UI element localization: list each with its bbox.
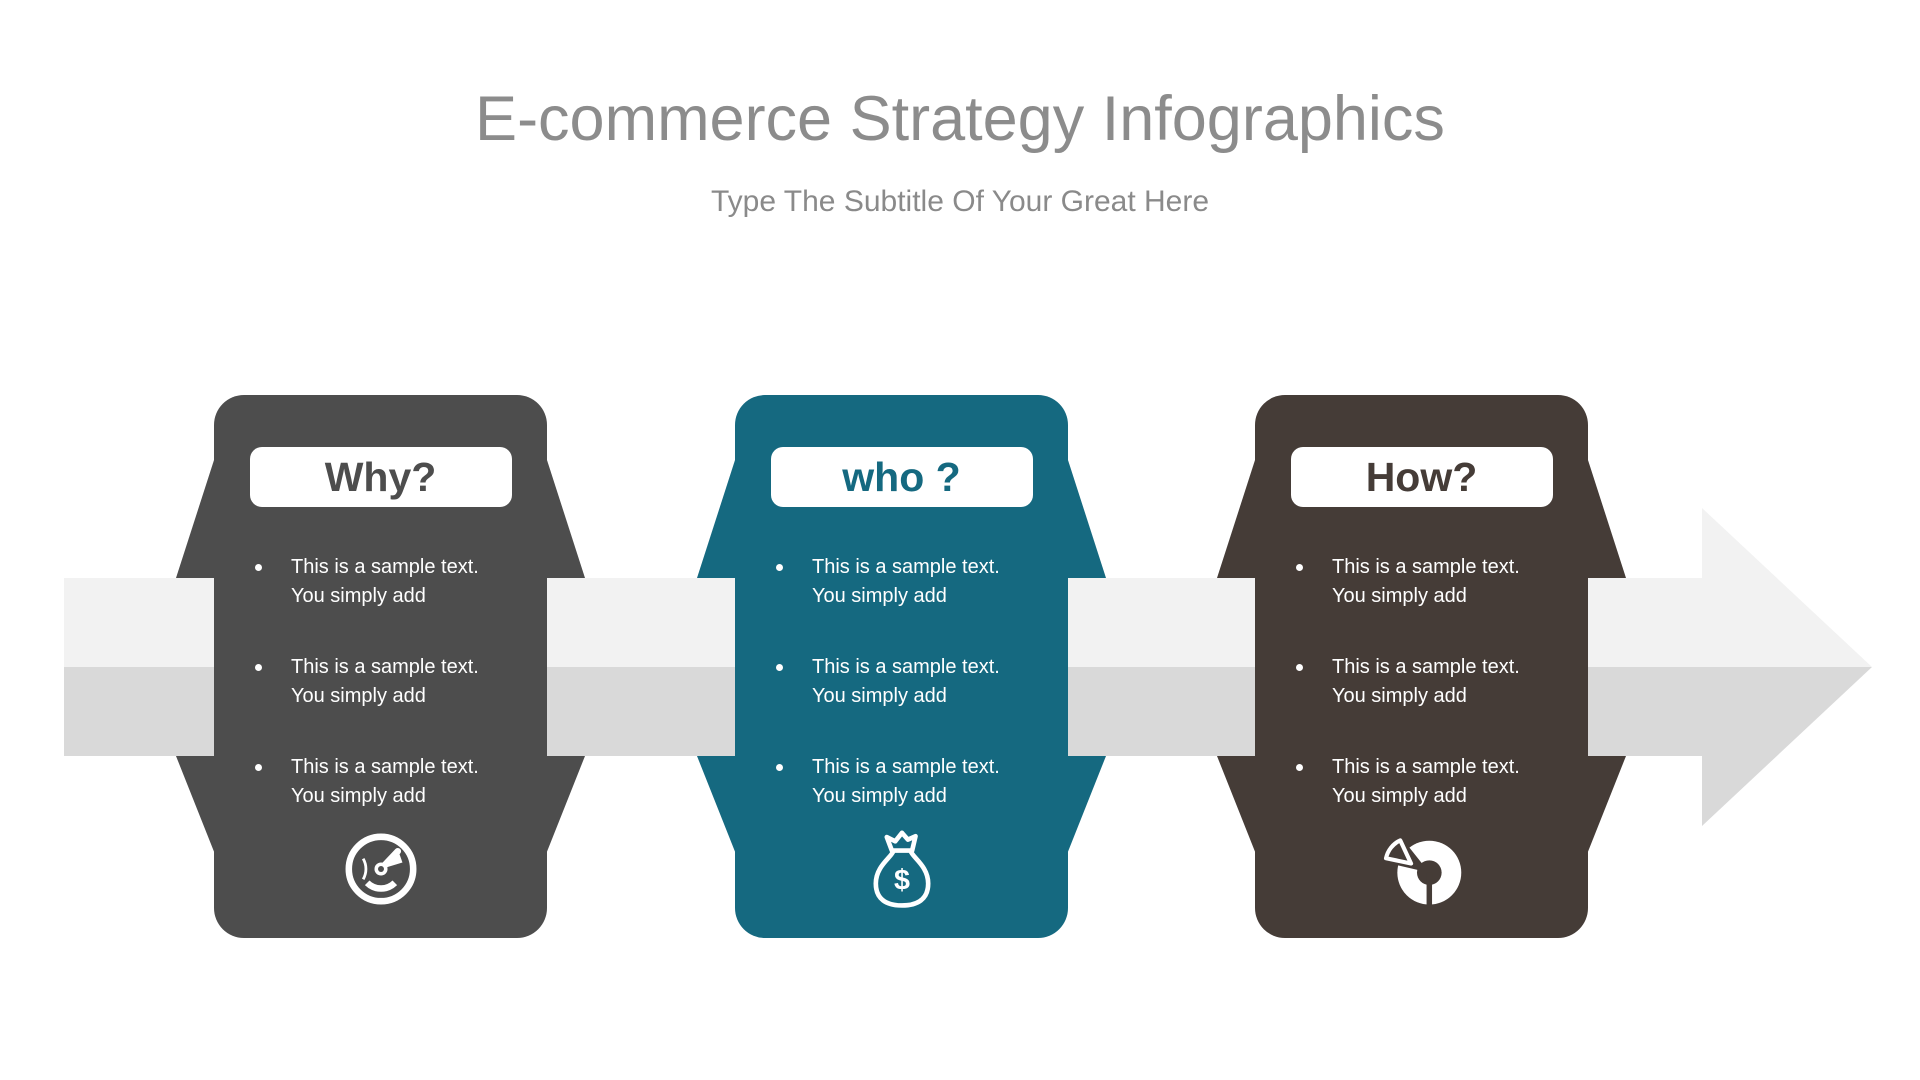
- process-arrow-head: [1702, 508, 1872, 826]
- bullet-line: You simply add: [812, 785, 947, 807]
- bullet-line: This is a sample text.: [291, 656, 479, 678]
- step-card-how: How? This is a sample text. You simply a…: [1217, 395, 1626, 938]
- bullet-text: This is a sample text. You simply add: [291, 753, 479, 811]
- bullet-line: This is a sample text.: [812, 656, 1000, 678]
- bullet-line: This is a sample text.: [812, 556, 1000, 578]
- card-title: who ?: [842, 453, 961, 500]
- bullet-dot: [1296, 764, 1303, 771]
- bullet-list: This is a sample text. You simply add Th…: [255, 553, 535, 853]
- step-card-why: Why? This is a sample text. You simply a…: [176, 395, 585, 938]
- svg-text:$: $: [894, 864, 910, 896]
- bullet-item: This is a sample text. You simply add: [1296, 653, 1576, 711]
- bullet-dot: [255, 564, 262, 571]
- step-card-who: who ? This is a sample text. You simply …: [697, 395, 1106, 938]
- bullet-line: This is a sample text.: [1332, 656, 1520, 678]
- bullet-item: This is a sample text. You simply add: [255, 653, 535, 711]
- bullet-line: This is a sample text.: [812, 756, 1000, 778]
- bullet-item: This is a sample text. You simply add: [776, 553, 1056, 611]
- bullet-line: You simply add: [291, 585, 426, 607]
- bullet-text: This is a sample text. You simply add: [291, 553, 479, 611]
- bullet-item: This is a sample text. You simply add: [1296, 553, 1576, 611]
- bullet-line: You simply add: [291, 685, 426, 707]
- bullet-line: You simply add: [291, 785, 426, 807]
- bullet-item: This is a sample text. You simply add: [776, 653, 1056, 711]
- bullet-line: This is a sample text.: [1332, 756, 1520, 778]
- bullet-line: You simply add: [1332, 585, 1467, 607]
- slide-subtitle: Type The Subtitle Of Your Great Here: [710, 185, 1210, 218]
- card-body: Why? This is a sample text. You simply a…: [214, 395, 547, 938]
- bullet-dot: [255, 764, 262, 771]
- speedometer-icon: [339, 827, 423, 916]
- card-title: How?: [1365, 453, 1478, 500]
- bullet-line: You simply add: [1332, 685, 1467, 707]
- bullet-list: This is a sample text. You simply add Th…: [1296, 553, 1576, 853]
- donut-chart-icon: [1378, 827, 1466, 916]
- bullet-dot: [776, 564, 783, 571]
- bullet-text: This is a sample text. You simply add: [812, 553, 1000, 611]
- bullet-line: You simply add: [812, 585, 947, 607]
- bullet-dot: [255, 664, 262, 671]
- bullet-dot: [776, 764, 783, 771]
- bullet-line: You simply add: [1332, 785, 1467, 807]
- money-bag-icon: $: [864, 827, 940, 918]
- card-header: How?: [1290, 447, 1553, 507]
- bullet-dot: [1296, 564, 1303, 571]
- card-body: who ? This is a sample text. You simply …: [735, 395, 1068, 938]
- bullet-text: This is a sample text. You simply add: [1332, 553, 1520, 611]
- card-header: who ?: [770, 447, 1033, 507]
- bullet-line: This is a sample text.: [291, 556, 479, 578]
- bullet-item: This is a sample text. You simply add: [1296, 753, 1576, 811]
- bullet-text: This is a sample text. You simply add: [812, 753, 1000, 811]
- bullet-line: This is a sample text.: [291, 756, 479, 778]
- slide-title: E-commerce Strategy Infographics: [475, 84, 1445, 154]
- bullet-text: This is a sample text. You simply add: [812, 653, 1000, 711]
- bullet-item: This is a sample text. You simply add: [255, 753, 535, 811]
- bullet-item: This is a sample text. You simply add: [776, 753, 1056, 811]
- card-title: Why?: [324, 453, 437, 500]
- bullet-dot: [776, 664, 783, 671]
- bullet-text: This is a sample text. You simply add: [291, 653, 479, 711]
- card-header: Why?: [249, 447, 512, 507]
- bullet-dot: [1296, 664, 1303, 671]
- bullet-item: This is a sample text. You simply add: [255, 553, 535, 611]
- bullet-text: This is a sample text. You simply add: [1332, 653, 1520, 711]
- bullet-text: This is a sample text. You simply add: [1332, 753, 1520, 811]
- card-body: How? This is a sample text. You simply a…: [1255, 395, 1588, 938]
- bullet-list: This is a sample text. You simply add Th…: [776, 553, 1056, 853]
- bullet-line: You simply add: [812, 685, 947, 707]
- bullet-line: This is a sample text.: [1332, 556, 1520, 578]
